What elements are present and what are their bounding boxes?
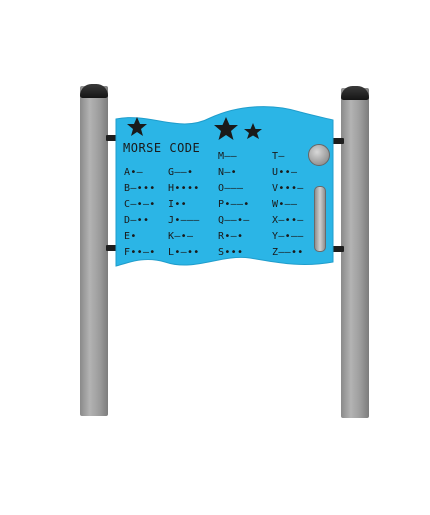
star-icon [244, 123, 262, 139]
upper-right-bracket [330, 138, 344, 144]
right-post [341, 88, 369, 418]
morse-letter-h: H•••• [168, 183, 200, 194]
morse-letter-b: B—••• [124, 183, 156, 194]
morse-letter-v: V•••— [272, 183, 304, 194]
morse-letter-w: W•—— [272, 199, 298, 210]
morse-letter-m: M—— [218, 151, 237, 162]
morse-letter-n: N—• [218, 167, 237, 178]
morse-letter-g: G——• [168, 167, 194, 178]
left-post-cap [80, 84, 108, 98]
morse-letter-f: F••—• [124, 247, 156, 258]
morse-letter-t: T— [272, 151, 285, 162]
morse-letter-u: U••— [272, 167, 298, 178]
morse-letter-r: R•—• [218, 231, 244, 242]
vertical-slider-handle[interactable] [314, 186, 326, 252]
right-post-cap [341, 86, 369, 100]
panel-title: MORSE CODE [123, 141, 201, 155]
morse-letter-y: Y—•—— [272, 231, 304, 242]
lower-left-bracket [106, 245, 120, 251]
morse-letter-z: Z——•• [272, 247, 304, 258]
morse-letter-c: C—•—• [124, 199, 156, 210]
star-icon [214, 117, 238, 140]
morse-letter-a: A•— [124, 167, 143, 178]
morse-letter-p: P•——• [218, 199, 250, 210]
morse-letter-o: O——— [218, 183, 244, 194]
left-post [80, 86, 108, 416]
lower-right-bracket [330, 246, 344, 252]
round-knob[interactable] [308, 144, 330, 166]
morse-letter-x: X—••— [272, 215, 304, 226]
morse-letter-s: S••• [218, 247, 244, 258]
upper-left-bracket [106, 135, 120, 141]
morse-letter-k: K—•— [168, 231, 194, 242]
star-icon [127, 117, 147, 136]
morse-letter-i: I•• [168, 199, 187, 210]
morse-letter-j: J•——— [168, 215, 200, 226]
morse-letter-q: Q——•— [218, 215, 250, 226]
morse-letter-e: E• [124, 231, 137, 242]
morse-letter-d: D—•• [124, 215, 150, 226]
morse-letter-l: L•—•• [168, 247, 200, 258]
